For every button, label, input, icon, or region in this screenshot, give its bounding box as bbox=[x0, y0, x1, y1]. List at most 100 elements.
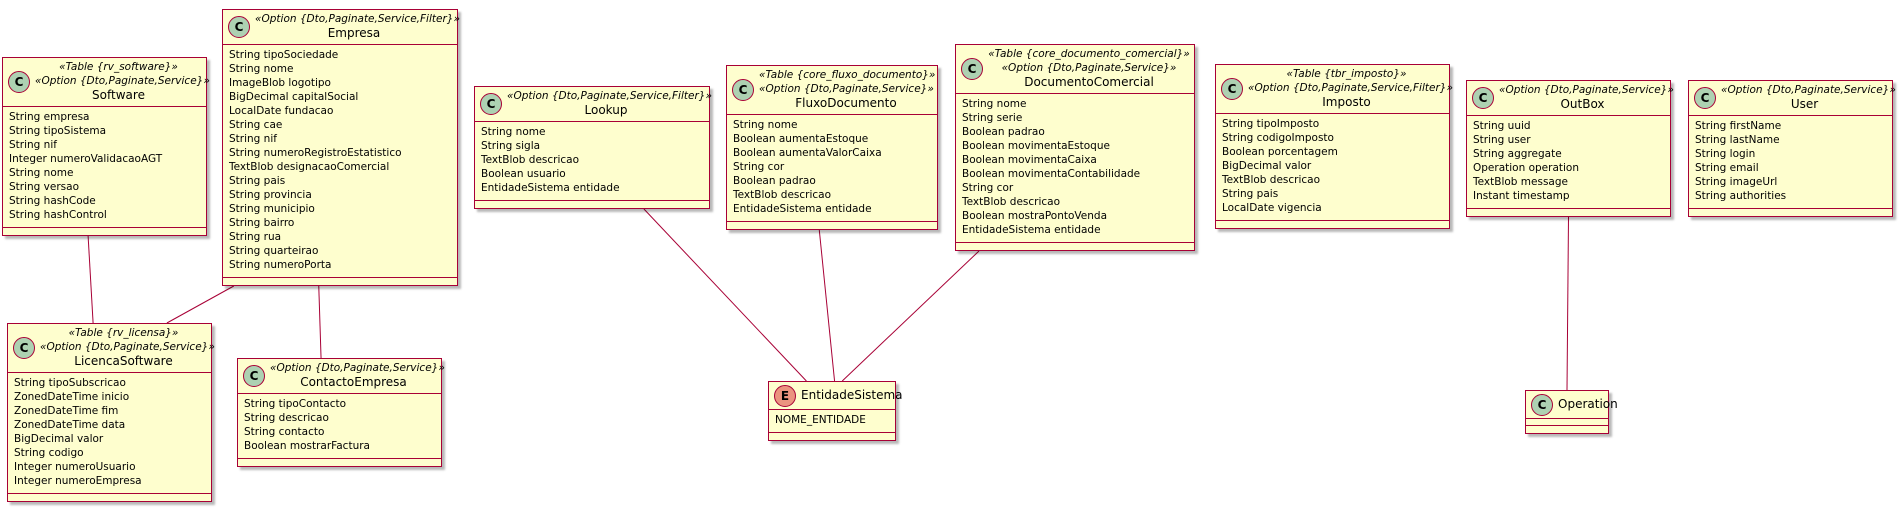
class-header: C«Option {Dto,Paginate,Service}»Contacto… bbox=[238, 359, 445, 394]
class-field: String nif bbox=[9, 139, 57, 151]
stereotype: «Option {Dto,Paginate,Service}» bbox=[759, 83, 934, 95]
class-field: Boolean movimentaEstoque bbox=[962, 140, 1110, 152]
class-circle-icon: C bbox=[1472, 87, 1494, 109]
class-header: C«Option {Dto,Paginate,Service,Filter}»L… bbox=[475, 87, 712, 122]
class-fields: NOME_ENTIDADE bbox=[769, 410, 895, 433]
class-field: EntidadeSistema entidade bbox=[962, 224, 1101, 236]
class-field: Boolean mostrarFactura bbox=[244, 440, 370, 452]
class-methods bbox=[1467, 209, 1670, 216]
class-field: String bairro bbox=[229, 217, 295, 229]
class-field: LocalDate fundacao bbox=[229, 105, 334, 117]
class-methods bbox=[3, 228, 206, 235]
class-methods bbox=[1689, 209, 1892, 216]
association-lookup-entidade bbox=[643, 208, 807, 382]
class-field: String codigoImposto bbox=[1222, 132, 1334, 144]
class-field: String versao bbox=[9, 181, 79, 193]
class-field: String nome bbox=[9, 167, 74, 179]
class-name: Lookup bbox=[584, 103, 628, 117]
association-software-licenca bbox=[87, 235, 94, 324]
class-field: String lastName bbox=[1695, 134, 1780, 146]
class-field: Integer numeroUsuario bbox=[14, 461, 136, 473]
class-field: ImageBlob logotipo bbox=[229, 77, 331, 89]
class-circle-icon: C bbox=[961, 58, 983, 80]
stereotype: «Option {Dto,Paginate,Service,Filter}» bbox=[1248, 82, 1453, 94]
class-field: String pais bbox=[1222, 188, 1279, 200]
association-documento-entidade bbox=[841, 250, 980, 382]
class-header: C«Option {Dto,Paginate,Service}»User bbox=[1689, 81, 1896, 116]
class-field: String nome bbox=[962, 98, 1027, 110]
class-name: EntidadeSistema bbox=[801, 388, 903, 402]
class-methods bbox=[223, 278, 457, 285]
class-field: Boolean usuario bbox=[481, 168, 566, 180]
class-licenca: C «Table {rv_licensa}» «Option {Dto,Pagina… bbox=[7, 323, 215, 502]
class-field: String tipoImposto bbox=[1222, 118, 1320, 130]
class-field: Operation operation bbox=[1473, 162, 1580, 174]
class-methods bbox=[727, 222, 937, 229]
class-field: TextBlob descricao bbox=[733, 189, 832, 201]
class-name: OutBox bbox=[1560, 97, 1605, 111]
class-field: String descricao bbox=[244, 412, 329, 424]
class-field: String nome bbox=[229, 63, 294, 75]
class-field: LocalDate vigencia bbox=[1222, 202, 1322, 214]
class-field: String firstName bbox=[1695, 120, 1782, 132]
class-field: String tipoSociedade bbox=[229, 49, 339, 61]
class-circle-icon: C bbox=[243, 365, 265, 387]
class-methods bbox=[769, 433, 895, 440]
class-field: String nome bbox=[481, 126, 546, 138]
class-field: String empresa bbox=[9, 111, 90, 123]
class-field: String tipoContacto bbox=[244, 398, 347, 410]
class-header: C«Table {tbr_imposto}»«Option {Dto,Pagin… bbox=[1216, 65, 1453, 114]
class-field: String imageUrl bbox=[1695, 176, 1778, 188]
class-imposto: C«Table {tbr_imposto}»«Option {Dto,Pagin… bbox=[1215, 64, 1453, 229]
class-methods bbox=[1526, 426, 1608, 433]
stereotype: «Table {core_documento_comercial}» bbox=[988, 48, 1190, 60]
class-header: C «Table {core_fluxo_documento}» «Option {… bbox=[727, 66, 937, 115]
class-field: String municipio bbox=[229, 203, 315, 215]
class-documento: C«Table {core_documento_comercial}»«Opti… bbox=[955, 44, 1195, 251]
class-field: TextBlob descricao bbox=[962, 196, 1061, 208]
class-circle-icon: C bbox=[13, 337, 35, 359]
class-field: String nif bbox=[229, 133, 277, 145]
class-methods bbox=[238, 459, 441, 466]
class-field: String uuid bbox=[1473, 120, 1531, 132]
class-fluxo: C «Table {core_fluxo_documento}» «Option {… bbox=[726, 65, 938, 230]
class-field: Integer numeroValidacaoAGT bbox=[9, 153, 163, 165]
stereotype: «Option {Dto,Paginate,Service}» bbox=[1499, 84, 1674, 96]
class-header: C «Option {Dto,Paginate,Service}»OutBox bbox=[1467, 81, 1674, 116]
class-circle-icon: C bbox=[1221, 78, 1243, 100]
class-field: TextBlob designacaoComercial bbox=[229, 161, 390, 173]
class-field: String aggregate bbox=[1473, 148, 1562, 160]
class-field: String hashCode bbox=[9, 195, 96, 207]
class-name: DocumentoComercial bbox=[1024, 75, 1154, 89]
stereotype: «Option {Dto,Paginate,Service}» bbox=[35, 75, 210, 87]
class-name: User bbox=[1790, 97, 1819, 111]
class-circle-icon: C bbox=[1531, 393, 1553, 416]
class-field: EntidadeSistema entidade bbox=[733, 203, 872, 215]
class-field: String codigo bbox=[14, 447, 84, 459]
class-field: String sigla bbox=[481, 140, 541, 152]
stereotype: «Table {rv_licensa}» bbox=[68, 327, 179, 339]
class-contacto: C«Option {Dto,Paginate,Service}»Contacto… bbox=[237, 358, 445, 467]
class-field: String cor bbox=[962, 182, 1014, 194]
class-name: FluxoDocumento bbox=[795, 96, 897, 110]
class-field: NOME_ENTIDADE bbox=[775, 414, 866, 426]
class-field: Boolean aumentaValorCaixa bbox=[733, 147, 882, 159]
class-software: C«Table {rv_software}»«Option {Dto,Pagin… bbox=[2, 57, 210, 236]
stereotype: «Option {Dto,Paginate,Service}» bbox=[270, 362, 445, 374]
class-field: Boolean aumentaEstoque bbox=[733, 133, 869, 145]
class-field: ZonedDateTime inicio bbox=[14, 391, 130, 403]
association-empresa-contacto bbox=[318, 285, 322, 359]
stereotype: «Option {Dto,Paginate,Service}» bbox=[40, 341, 215, 353]
class-field: BigDecimal valor bbox=[1222, 160, 1312, 172]
stereotype: «Table {core_fluxo_documento}» bbox=[759, 69, 936, 81]
class-methods bbox=[1216, 221, 1449, 228]
class-circle-icon: C bbox=[732, 79, 754, 101]
class-field: TextBlob descricao bbox=[1222, 174, 1321, 186]
